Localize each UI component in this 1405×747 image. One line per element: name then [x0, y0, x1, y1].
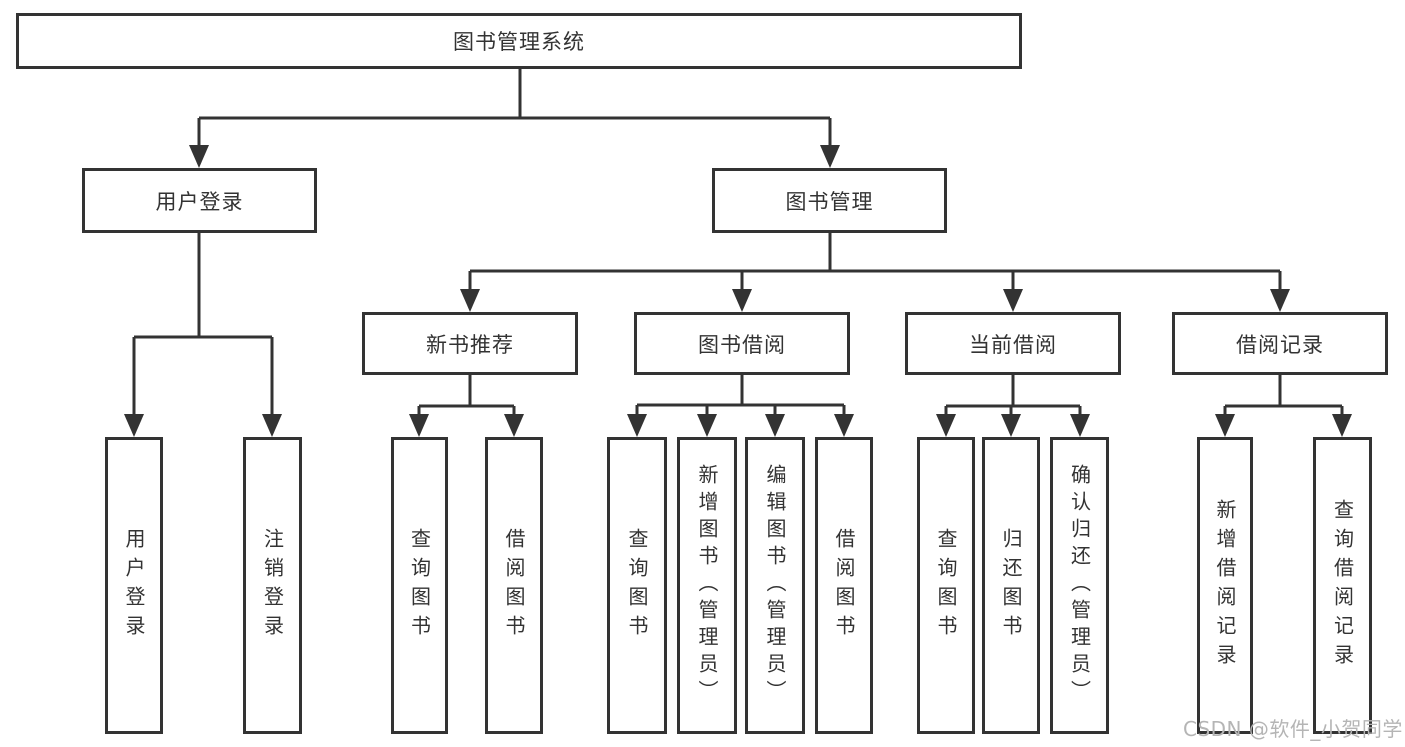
arrowhead	[409, 414, 429, 437]
node-confirm-return-admin: 确认归还（管理员）	[1050, 437, 1109, 734]
node-label: 查询图书	[407, 527, 432, 644]
edge-userlogin-to-leaves	[132, 233, 274, 415]
node-query-books-3: 查询图书	[917, 437, 975, 734]
arrowhead	[1270, 289, 1290, 312]
arrowhead	[1070, 414, 1090, 437]
node-query-borrow-record: 查询借阅记录	[1313, 437, 1372, 734]
arrowhead	[262, 414, 282, 437]
node-label: 查询图书	[625, 527, 649, 644]
node-label: 用户登录	[155, 189, 244, 214]
node-book-management: 图书管理	[712, 168, 947, 233]
arrowhead	[1001, 414, 1021, 437]
arrowhead	[1332, 414, 1352, 437]
node-new-book-recommend: 新书推荐	[362, 312, 578, 375]
node-label: 注销登录	[260, 527, 285, 644]
arrowhead	[834, 414, 854, 437]
watermark-text: CSDN @软件_小贺同学	[1183, 717, 1403, 741]
edge-newbook-to-leaves	[417, 375, 516, 415]
node-label: 确认归还（管理员）	[1067, 464, 1092, 707]
node-label: 当前借阅	[969, 332, 1057, 357]
node-label: 用户登录	[122, 527, 146, 644]
edge-records-to-leaves	[1223, 375, 1344, 415]
edge-root-to-level2	[197, 69, 832, 146]
node-current-borrow: 当前借阅	[905, 312, 1121, 375]
arrowhead	[820, 145, 840, 168]
node-label: 图书借阅	[698, 332, 786, 357]
node-borrow-records: 借阅记录	[1172, 312, 1388, 375]
node-return-books: 归还图书	[982, 437, 1040, 734]
arrowhead	[1003, 289, 1023, 312]
arrowhead	[504, 414, 524, 437]
arrowhead	[460, 289, 480, 312]
node-label: 查询图书	[934, 527, 958, 644]
node-add-books-admin: 新增图书（管理员）	[677, 437, 737, 734]
node-label: 新书推荐	[426, 332, 514, 357]
arrowhead	[765, 414, 785, 437]
node-edit-books-admin: 编辑图书（管理员）	[745, 437, 805, 734]
node-borrow-books-2: 借阅图书	[815, 437, 873, 734]
node-label: 新增借阅记录	[1213, 498, 1237, 673]
arrowhead	[936, 414, 956, 437]
arrowhead	[1215, 414, 1235, 437]
arrowheads	[124, 145, 1352, 437]
arrowhead	[189, 145, 209, 168]
node-query-books-1: 查询图书	[391, 437, 448, 734]
node-borrow-books-1: 借阅图书	[485, 437, 543, 734]
node-user-login: 用户登录	[82, 168, 317, 233]
arrowhead	[124, 414, 144, 437]
node-label: 查询借阅记录	[1330, 498, 1355, 673]
node-label: 图书管理	[785, 189, 874, 214]
node-book-borrow: 图书借阅	[634, 312, 850, 375]
node-label: 编辑图书（管理员）	[763, 464, 787, 707]
node-label: 图书管理系统	[453, 30, 585, 54]
node-user-login-leaf: 用户登录	[105, 437, 163, 734]
arrowhead	[627, 414, 647, 437]
node-label: 归还图书	[999, 527, 1023, 644]
node-query-books-2: 查询图书	[607, 437, 667, 734]
edge-bookmgmt-to-level3	[468, 233, 1282, 290]
arrowhead	[732, 289, 752, 312]
node-label: 借阅记录	[1236, 332, 1324, 357]
node-label: 借阅图书	[502, 527, 526, 644]
node-label: 新增图书（管理员）	[695, 464, 719, 707]
edge-bookborrow-to-leaves	[635, 375, 846, 415]
node-logout: 注销登录	[243, 437, 302, 734]
arrowhead	[697, 414, 717, 437]
edge-currentborrow-to-leaves	[944, 375, 1082, 415]
node-add-borrow-record: 新增借阅记录	[1197, 437, 1253, 734]
node-label: 借阅图书	[832, 527, 856, 644]
node-root-system: 图书管理系统	[16, 13, 1022, 69]
